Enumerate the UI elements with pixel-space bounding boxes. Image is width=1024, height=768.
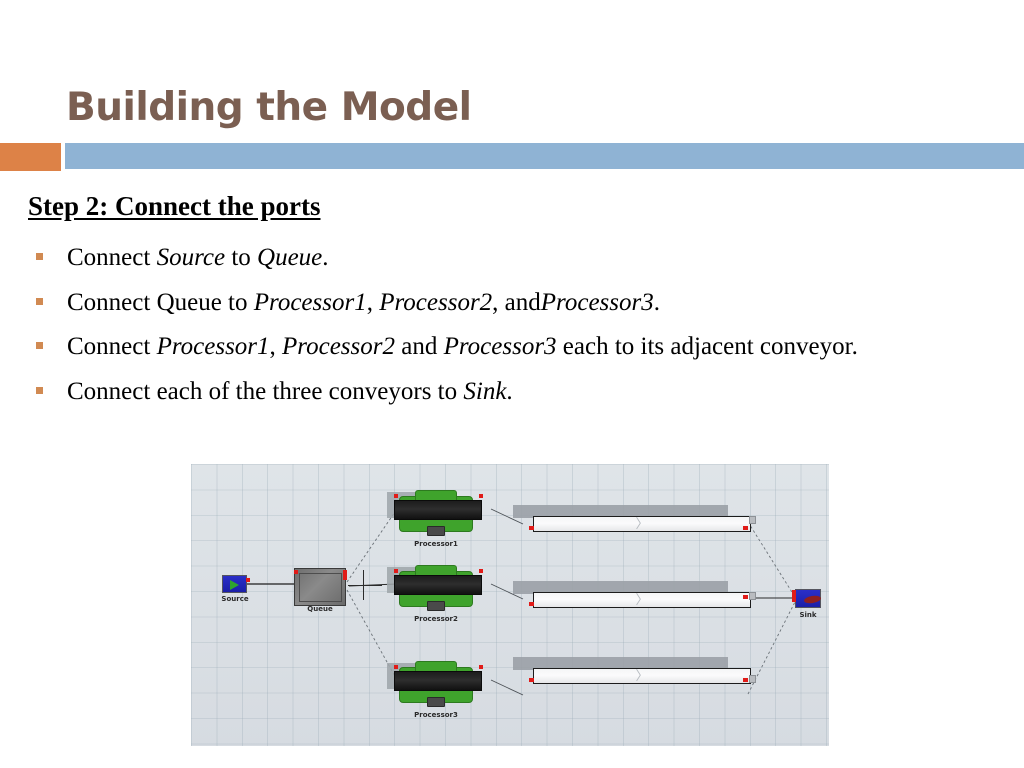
sink-input-ports[interactable] [792,590,796,602]
crosshair-cursor-icon [348,585,382,587]
page-title: Building the Model [66,85,472,130]
queue-object[interactable] [294,568,346,606]
list-item: Connect Processor1, Processor2 and Proce… [28,329,1003,366]
bullet-square-icon [36,386,43,394]
step-heading: Step 2: Connect the ports [28,191,321,221]
conveyor1-shadow [513,505,728,518]
processor1-label: Processor1 [414,540,458,548]
conveyor3-shadow [513,657,728,670]
processor3-object[interactable] [394,671,482,691]
conveyor3-endcap [749,675,756,683]
conveyor1-direction-icon: 〉 [635,517,649,532]
bullet-text-2: Connect Queue to Processor1, Processor2,… [67,288,660,316]
conveyor1-output-port[interactable] [743,526,748,530]
processor1-input-port[interactable] [394,494,398,498]
processor3-output-port[interactable] [479,665,483,669]
processor1-output-port[interactable] [479,494,483,498]
bullet-square-icon [36,253,43,260]
processor2-input-port[interactable] [394,569,398,573]
processor1-base [427,526,445,536]
conveyor1-endcap [749,516,756,524]
conveyor1-object[interactable] [533,516,751,532]
list-item: Connect Source to Queue. [28,240,1003,277]
sink-object[interactable] [795,589,822,608]
source-object[interactable] [222,575,247,593]
bullet-text-3: Connect Processor1, Processor2 and Proce… [67,333,858,360]
conveyor2-endcap [749,592,756,600]
conveyor1-input-port[interactable] [529,526,534,530]
processor1-object[interactable] [394,500,482,520]
queue-input-port[interactable] [294,570,298,574]
processor2-base [427,601,445,611]
conveyor2-output-port[interactable] [743,595,748,599]
crosshair-cursor-icon [363,570,365,600]
play-triangle-icon [230,580,239,590]
processor2-object[interactable] [394,575,482,595]
processor3-input-port[interactable] [394,665,398,669]
sink-marker-icon [803,594,822,605]
conveyor2-object[interactable] [533,592,751,608]
bullet-square-icon [36,297,43,305]
processor3-label: Processor3 [414,711,458,719]
conveyor2-direction-icon: 〉 [635,593,649,608]
conveyor3-direction-icon: 〉 [635,669,649,684]
processor2-label: Processor2 [414,615,458,623]
bullet-text-4: Connect each of the three conveyors to S… [67,377,513,405]
queue-inner-frame [299,573,342,602]
title-divider [0,143,1024,171]
list-item: Connect Queue to Processor1, Processor2,… [28,285,1003,322]
accent-orange-block [0,143,61,171]
conveyor3-output-port[interactable] [743,678,748,682]
processor2-output-port[interactable] [479,569,483,573]
bullet-text-1: Connect Source to Queue. [67,244,329,271]
accent-blue-bar [65,143,1024,169]
processor3-base [427,697,445,707]
list-item: Connect each of the three conveyors to S… [28,374,1003,411]
bullet-square-icon [36,342,43,349]
sink-label: Sink [799,611,817,619]
source-output-port[interactable] [246,578,250,582]
conveyor2-input-port[interactable] [529,602,534,606]
queue-output-ports[interactable] [343,570,347,580]
slide-body: Step 2: Connect the ports Connect Source… [28,191,1003,410]
flexsim-model-screenshot: Source Queue Processor1 Processor2 Proce… [191,464,829,746]
conveyor3-input-port[interactable] [529,678,534,682]
source-label: Source [221,595,249,603]
conveyor2-shadow [513,581,728,594]
queue-label: Queue [307,605,333,613]
